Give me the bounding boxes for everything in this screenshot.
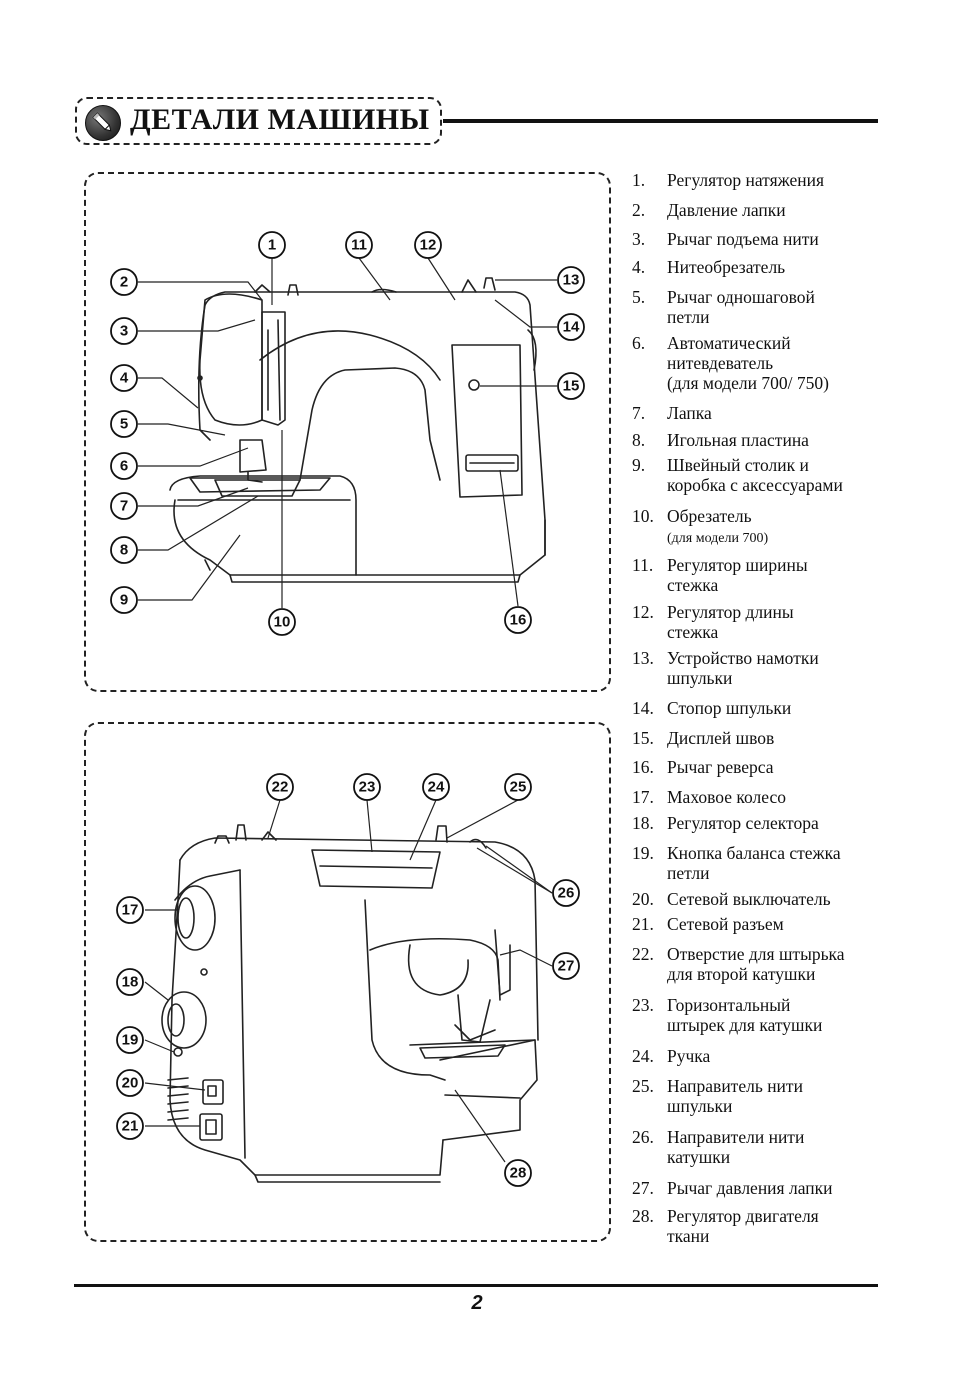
callout-label: 27 — [558, 958, 575, 975]
callout-2 — [110, 268, 138, 296]
callout-label: 7 — [120, 498, 128, 515]
front-view-figure — [84, 172, 611, 692]
callout-label: 24 — [428, 779, 445, 796]
callout-10 — [268, 608, 296, 636]
footer-rule — [74, 1284, 878, 1287]
page-title: ДЕТАЛИ МАШИНЫ — [130, 103, 430, 136]
callout-11 — [345, 231, 373, 259]
callout-label: 19 — [122, 1032, 139, 1049]
callout-15 — [557, 372, 585, 400]
callout-label: 8 — [120, 542, 128, 559]
callout-8 — [110, 536, 138, 564]
callout-label: 26 — [558, 885, 575, 902]
callout-22 — [266, 773, 294, 801]
callout-label: 25 — [510, 779, 527, 796]
callout-27 — [552, 952, 580, 980]
callout-label: 14 — [563, 319, 580, 336]
callout-4 — [110, 364, 138, 392]
callout-14 — [557, 313, 585, 341]
callout-label: 12 — [420, 237, 437, 254]
callout-12 — [414, 231, 442, 259]
callout-label: 13 — [563, 272, 580, 289]
callout-1 — [258, 231, 286, 259]
callout-label: 20 — [122, 1075, 139, 1092]
callout-6 — [110, 452, 138, 480]
callout-28 — [504, 1159, 532, 1187]
callout-label: 21 — [122, 1118, 139, 1135]
callout-label: 22 — [272, 779, 289, 796]
callout-label: 23 — [359, 779, 376, 796]
callout-16 — [504, 606, 532, 634]
callout-13 — [557, 266, 585, 294]
back-view-figure — [84, 722, 611, 1242]
callout-label: 6 — [120, 458, 128, 475]
callout-label: 28 — [510, 1165, 527, 1182]
callout-23 — [353, 773, 381, 801]
callout-label: 10 — [274, 614, 291, 631]
callout-25 — [504, 773, 532, 801]
callout-18 — [116, 968, 144, 996]
callout-9 — [110, 586, 138, 614]
header-rule — [443, 119, 878, 123]
pencil-icon — [85, 105, 121, 141]
page-number: 2 — [471, 1292, 483, 1314]
callout-label: 11 — [351, 237, 367, 254]
callout-24 — [422, 773, 450, 801]
callout-label: 2 — [120, 274, 128, 291]
callout-label: 5 — [120, 416, 128, 433]
callout-19 — [116, 1026, 144, 1054]
callout-3 — [110, 317, 138, 345]
machine-base-outline — [173, 499, 546, 576]
callout-17 — [116, 896, 144, 924]
callout-label: 9 — [120, 592, 128, 609]
callout-20 — [116, 1069, 144, 1097]
callout-label: 1 — [268, 237, 276, 254]
callout-label: 4 — [120, 370, 129, 387]
callout-label: 16 — [510, 612, 527, 629]
callout-label: 15 — [563, 378, 580, 395]
callout-label: 17 — [122, 902, 139, 919]
callout-21 — [116, 1112, 144, 1140]
callout-26 — [552, 879, 580, 907]
section-header: ДЕТАЛИ МАШИНЫ — [75, 97, 442, 145]
callout-label: 18 — [122, 974, 139, 991]
callout-7 — [110, 492, 138, 520]
callout-label: 3 — [120, 323, 128, 340]
callout-5 — [110, 410, 138, 438]
